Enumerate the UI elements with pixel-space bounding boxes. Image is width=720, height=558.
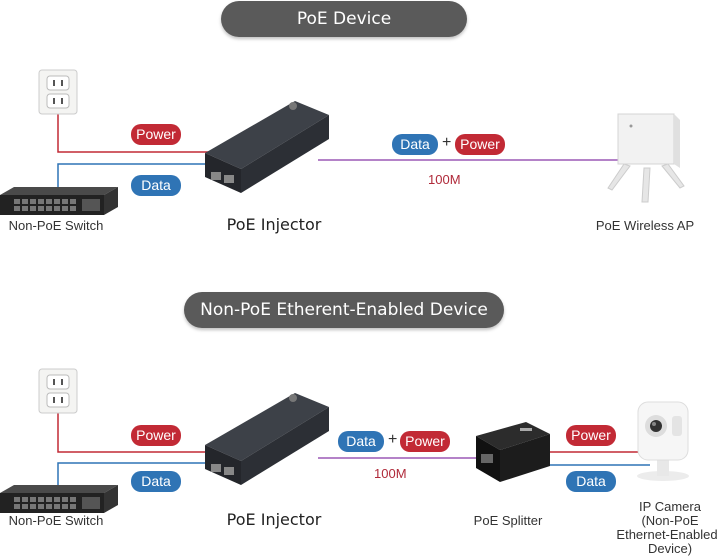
wall-outlet-icon — [38, 368, 78, 414]
switch-label: Non-PoE Switch — [8, 513, 104, 528]
ip-camera-icon — [637, 401, 689, 481]
combined-data-badge: Data — [338, 431, 384, 452]
right-power-badge: Power — [566, 425, 616, 446]
poe-injector-icon — [205, 101, 329, 193]
network-switch-icon — [0, 485, 118, 513]
right-data-badge: Data — [566, 471, 616, 492]
wall-outlet-icon — [38, 69, 78, 115]
camera-label-line-2: (Non-PoE — [641, 513, 699, 528]
switch-label: Non-PoE Switch — [8, 218, 104, 233]
power-badge: Power — [131, 124, 181, 145]
plus-sign: + — [388, 431, 398, 448]
section-title-non-poe-device: Non-PoE Etherent-Enabled Device — [184, 292, 504, 328]
camera-label-line-3: Ethernet-Enabled — [616, 527, 718, 542]
poe-splitter-icon — [476, 422, 550, 482]
power-cable-2 — [57, 413, 215, 453]
power-badge: Power — [131, 425, 181, 446]
wireless-access-point-icon — [607, 113, 685, 203]
combined-power-badge: Power — [455, 134, 505, 155]
plus-sign: + — [442, 134, 452, 151]
combined-power-badge: Power — [400, 431, 450, 452]
camera-label-line-4: Device) — [647, 541, 693, 556]
data-badge: Data — [131, 175, 181, 196]
network-switch-icon — [0, 187, 118, 215]
poe-injector-icon — [205, 393, 329, 485]
injector-label: PoE Injector — [226, 215, 322, 234]
power-cable-1 — [57, 112, 215, 153]
speed-label: 100M — [374, 466, 407, 481]
combined-data-badge: Data — [392, 134, 438, 155]
section-title-poe-device: PoE Device — [221, 1, 467, 37]
data-cable-1 — [57, 163, 215, 196]
splitter-label: PoE Splitter — [473, 513, 543, 528]
camera-label-line-1: IP Camera — [639, 499, 701, 514]
speed-label: 100M — [428, 172, 461, 187]
data-badge: Data — [131, 471, 181, 492]
access-point-label: PoE Wireless AP — [595, 218, 695, 233]
injector-label: PoE Injector — [226, 510, 322, 529]
